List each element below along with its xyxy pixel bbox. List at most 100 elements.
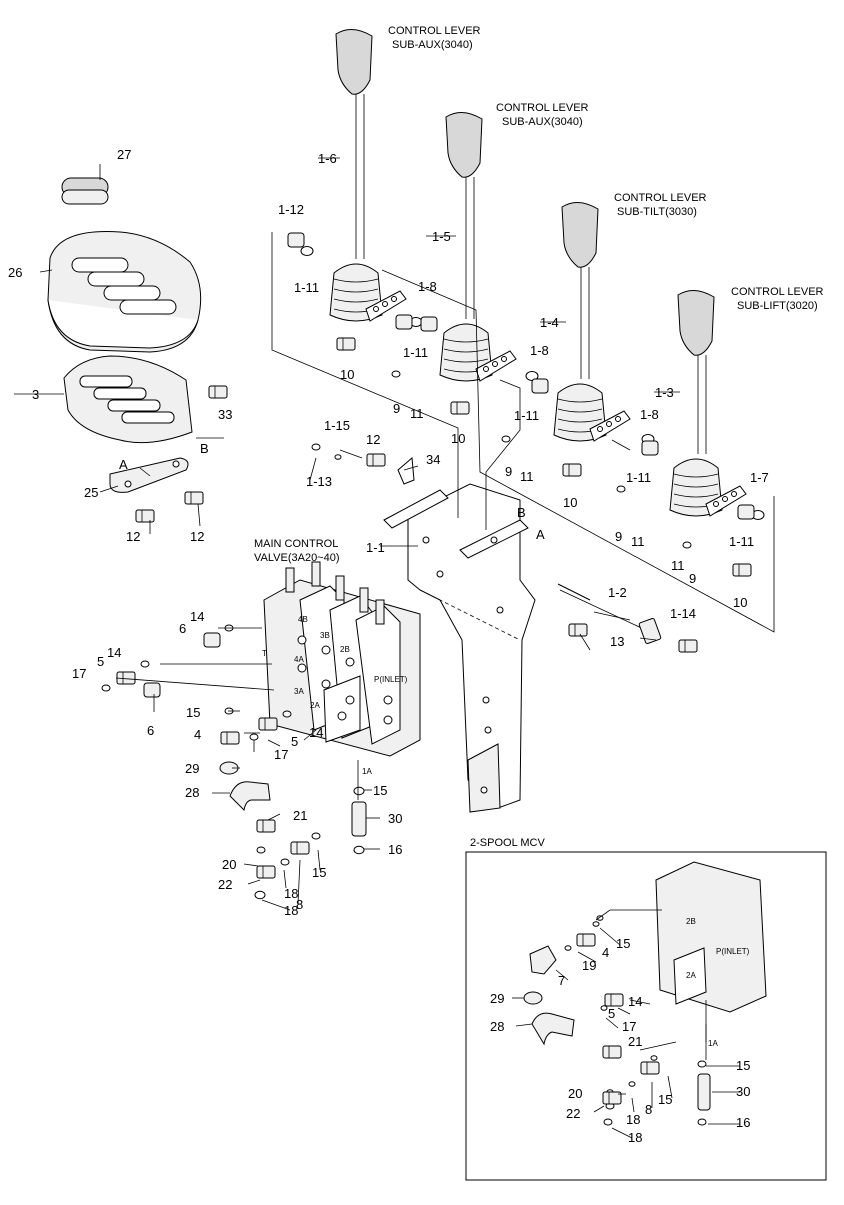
svg-text:VALVE(3A20~40): VALVE(3A20~40): [254, 552, 340, 564]
callout-11b: 11: [520, 469, 534, 484]
bracket-hole: [382, 301, 388, 307]
control-lever-1: [329, 29, 407, 322]
lever-shaft: [697, 355, 707, 454]
leader-line: [595, 909, 662, 921]
callout-28b: 28: [490, 1019, 504, 1034]
leader-line: [243, 863, 259, 867]
lever-title-3: CONTROL LEVER SUB-TILT(3030): [614, 192, 707, 218]
svg-text:1A: 1A: [708, 1039, 718, 1048]
plate-slot: [93, 387, 147, 400]
callout-30a: 30: [388, 811, 402, 826]
valve-port: [337, 711, 347, 721]
boot-ridge: [443, 358, 489, 363]
callout-18c: 18: [626, 1112, 640, 1127]
leader-line: [339, 449, 363, 459]
lever-shaft: [580, 267, 590, 379]
fitting-body: [450, 401, 470, 415]
o-ring: [254, 890, 266, 900]
callout-1-15: 1-15: [324, 418, 350, 433]
valve-port: [345, 657, 355, 667]
bracket-hole: [597, 426, 603, 432]
callout-11a: 11: [410, 406, 424, 421]
callout-29a: 29: [185, 761, 199, 776]
lever-title-4: CONTROL LEVER SUB-LIFT(3020): [731, 286, 824, 312]
boot-slot: [103, 285, 161, 301]
o-ring: [501, 435, 511, 443]
svg-text:CONTROL LEVER: CONTROL LEVER: [614, 192, 707, 204]
callout-9b: 9: [505, 464, 512, 479]
leader-line: [667, 1075, 673, 1099]
lever-base-frame-1-1: [383, 483, 536, 813]
callout-10c: 10: [563, 495, 577, 510]
callout-17b: 17: [274, 747, 288, 762]
callout-4a: 4: [194, 727, 201, 742]
svg-text:4A: 4A: [294, 655, 304, 664]
knob-cap-27: [61, 177, 109, 205]
callout-16b: 16: [736, 1115, 750, 1130]
svg-text:2-SPOOL MCV: 2-SPOOL MCV: [470, 837, 545, 849]
rod-1-2: [559, 589, 662, 645]
bushing-1-8c: [531, 378, 549, 394]
fitting-body: [604, 993, 624, 1007]
leader-line: [617, 1007, 631, 1015]
o-ring: [592, 921, 600, 927]
leader-line: [39, 269, 53, 273]
control-lever-2: [439, 112, 517, 382]
callout-21a: 21: [293, 808, 307, 823]
pin-10d: [732, 563, 752, 577]
valve-21a: [256, 819, 276, 833]
callout-1-12: 1-12: [278, 202, 304, 217]
valve-port: [383, 715, 393, 725]
lever-shaft: [465, 177, 475, 319]
callout-10a: 10: [340, 367, 354, 382]
fitting-5c: [604, 993, 624, 1007]
svg-text:2B: 2B: [340, 645, 350, 654]
callout-11d: 11: [671, 558, 685, 573]
o-ring: [564, 945, 572, 951]
fitting-body: [678, 639, 698, 653]
leader-line: [197, 503, 201, 527]
bracket-hole: [731, 491, 737, 497]
leader-line: [381, 269, 775, 633]
bolt-13: [568, 623, 588, 637]
svg-text:SUB-LIFT(3020): SUB-LIFT(3020): [737, 300, 818, 312]
fitting-body: [258, 717, 278, 731]
boot-ridge: [673, 483, 719, 488]
callout-11c: 11: [631, 534, 645, 549]
boot-ridge: [333, 298, 379, 303]
svg-text:1A: 1A: [362, 767, 372, 776]
bracket-hole: [373, 306, 379, 312]
inset-2-spool-mcv: 2-SPOOL MCV 2B 2A 1A P(INLET): [465, 837, 827, 1181]
control-lever-4: [669, 290, 747, 517]
bushing-1-8b: [420, 316, 438, 332]
fitting-body: [366, 453, 386, 467]
svg-text:P(INLET): P(INLET): [716, 947, 750, 956]
callout-9c: 9: [615, 529, 622, 544]
o-ring: [353, 786, 365, 796]
frame-hole: [484, 726, 492, 734]
callout-17a: 17: [72, 666, 86, 681]
svg-text:3B: 3B: [320, 631, 330, 640]
bracket-hole: [501, 356, 507, 362]
callout-17c: 17: [622, 1019, 636, 1034]
o-ring: [311, 832, 321, 840]
callout-5b: 5: [291, 734, 298, 749]
o-ring: [334, 454, 342, 460]
callout-18d: 18: [628, 1130, 642, 1145]
o-ring: [256, 846, 266, 854]
svg-text:2A: 2A: [310, 701, 320, 710]
o-ring: [282, 710, 292, 718]
spool-end: [311, 561, 321, 587]
hose-28a: [229, 781, 271, 812]
o-ring: [391, 370, 401, 378]
valve-port: [297, 663, 307, 673]
svg-text:CONTROL LEVER: CONTROL LEVER: [496, 102, 589, 114]
svg-text:CONTROL LEVER: CONTROL LEVER: [388, 25, 481, 37]
callout-15c: 15: [312, 865, 326, 880]
main-control-valve: [263, 579, 421, 757]
lever-title-2: CONTROL LEVER SUB-AUX(3040): [496, 102, 589, 128]
leader-line: [611, 1127, 633, 1139]
control-lever-3: [553, 202, 631, 442]
callout-10b: 10: [451, 431, 465, 446]
frame-holes: [419, 536, 521, 794]
